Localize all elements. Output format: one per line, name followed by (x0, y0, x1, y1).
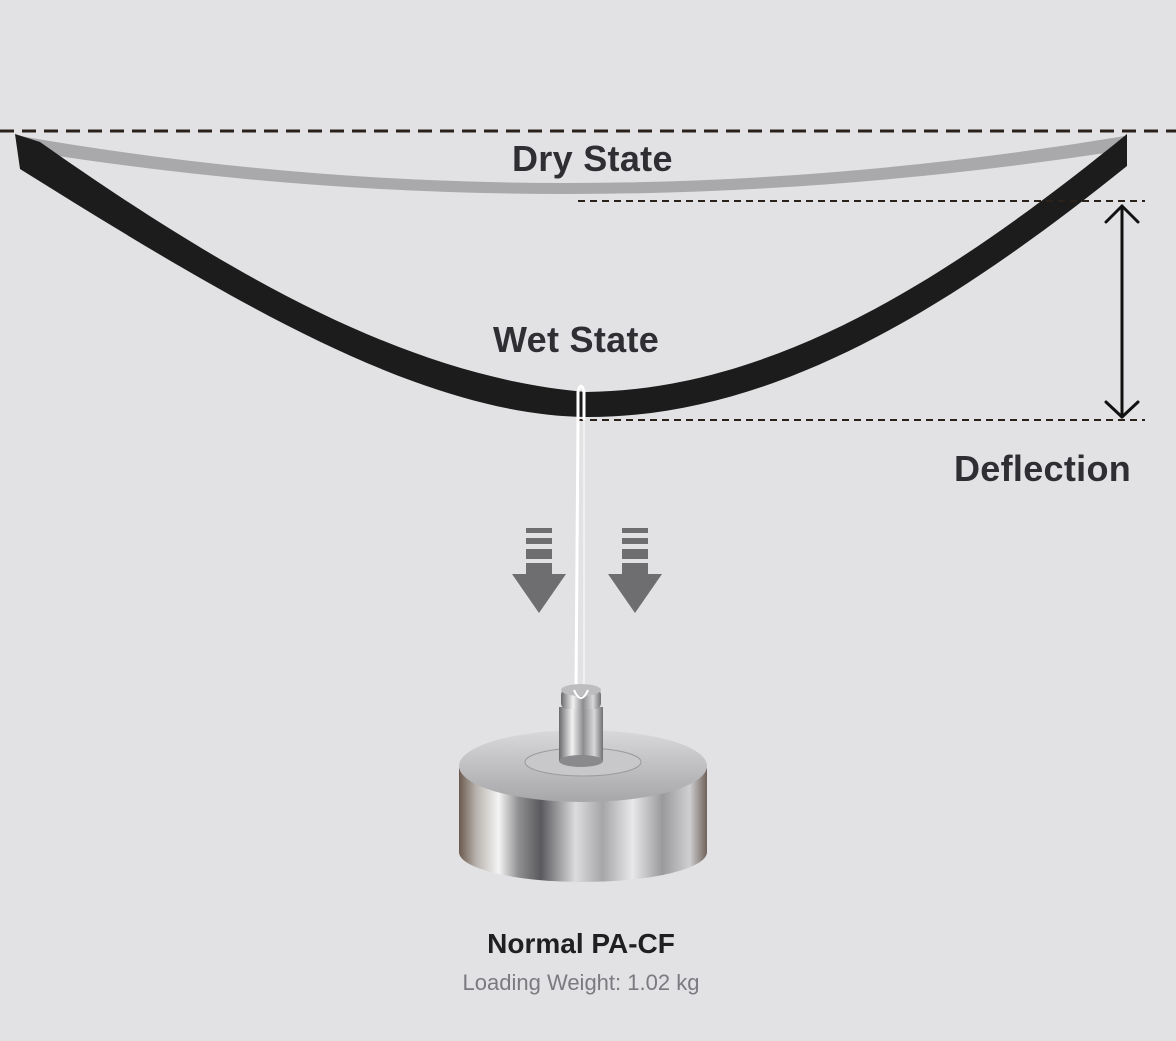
hanging-string (574, 384, 586, 691)
down-arrow-icon (512, 528, 566, 613)
double-headed-arrow-icon (1104, 204, 1140, 419)
dry-state-label: Dry State (512, 138, 673, 179)
deflection-label: Deflection (954, 448, 1132, 489)
wet-state-strip (15, 134, 1127, 418)
dry-state-strip (20, 136, 1125, 194)
calibration-weight-icon (459, 684, 707, 882)
loading-weight-text: Loading Weight: 1.02 kg (462, 970, 700, 995)
down-arrow-icon (608, 528, 662, 613)
material-name: Normal PA-CF (487, 928, 675, 959)
wet-state-label: Wet State (493, 319, 660, 360)
